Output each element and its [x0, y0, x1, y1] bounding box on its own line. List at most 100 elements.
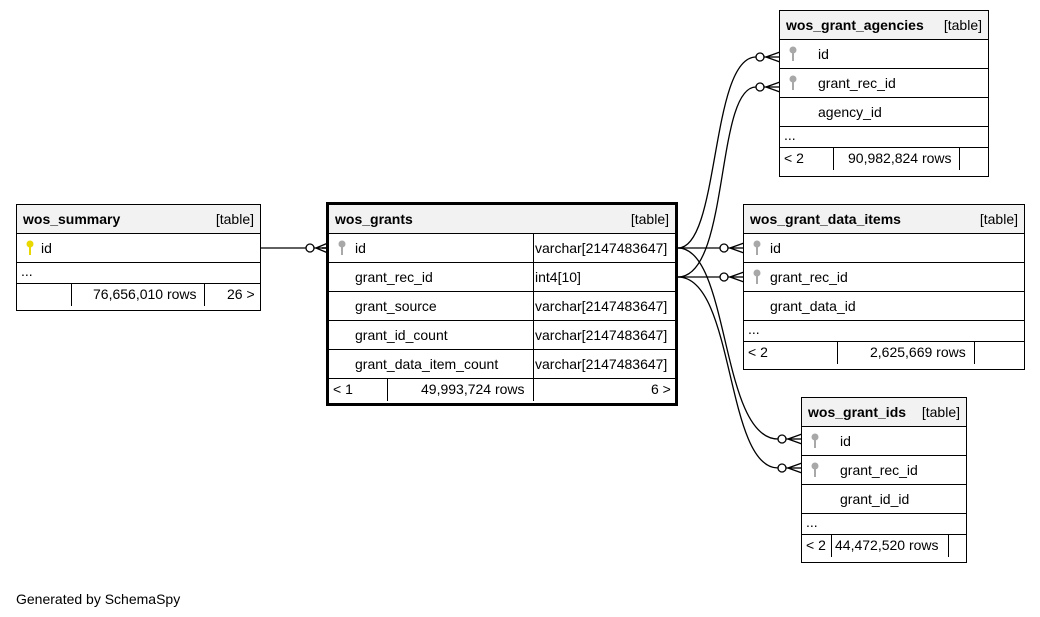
table-name: wos_grant_data_items [750, 211, 901, 227]
foreign-key-icon [789, 75, 797, 90]
foreign-key-icon [753, 269, 761, 284]
row-count: 2,625,669 rows [870, 344, 966, 360]
crows-foot-marker [765, 51, 781, 63]
table-footer: < 2 2,625,669 rows [744, 342, 1024, 364]
connector-grants-ids-id [677, 247, 779, 440]
table-header: wos_grant_agencies [table] [780, 11, 988, 40]
column-name: grant_rec_id [355, 269, 433, 285]
crows-foot-marker [787, 462, 803, 474]
more-columns: ... [744, 321, 1024, 342]
table-type: [table] [215, 211, 254, 227]
foreign-key-icon [789, 46, 797, 61]
connector-grants-agencies-id [677, 56, 757, 249]
foreign-key-icon [811, 462, 819, 477]
column-name: id [41, 240, 52, 256]
more-columns: ... [780, 127, 988, 148]
column-row-id: id varchar[2147483647] [329, 234, 675, 263]
foreign-key-icon [811, 433, 819, 448]
crows-foot-marker [765, 81, 781, 93]
column-row-id: id [802, 427, 966, 456]
parents-count: < 1 [333, 381, 353, 397]
connector-grants-agencies-recid [677, 86, 757, 278]
column-name: id [818, 46, 829, 62]
foreign-key-icon [753, 240, 761, 255]
column-name: grant_id_count [355, 327, 448, 343]
column-row-grant-rec-id: grant_rec_id [780, 69, 988, 98]
table-header: wos_summary [table] [17, 205, 260, 234]
cardinality-circle [777, 463, 787, 473]
generated-by-credit: Generated by SchemaSpy [16, 591, 181, 607]
table-wos-grant-ids[interactable]: wos_grant_ids [table] id grant_rec_id gr… [801, 397, 967, 563]
connector-grants-ids-recid [677, 276, 779, 469]
more-columns: ... [17, 263, 260, 284]
children-count: 26 > [227, 286, 255, 302]
table-wos-grant-agencies[interactable]: wos_grant_agencies [table] id grant_rec_… [779, 10, 989, 177]
crows-foot-marker [729, 271, 745, 283]
table-name: wos_grant_ids [808, 404, 907, 420]
table-type: [table] [921, 404, 960, 420]
more-columns: ... [802, 514, 966, 535]
parents-count: < 2 [784, 150, 804, 166]
column-name: grant_id_id [840, 491, 910, 507]
column-name: id [770, 240, 781, 256]
column-row-agency-id: agency_id [780, 98, 988, 127]
crows-foot-marker [729, 242, 745, 254]
column-row-grant-rec-id: grant_rec_id [744, 263, 1024, 292]
row-count: 49,993,724 rows [421, 381, 525, 397]
cardinality-circle [719, 243, 729, 253]
crows-foot-marker [787, 433, 803, 445]
column-name: grant_data_id [770, 298, 856, 314]
column-type: int4[10] [535, 269, 581, 285]
table-name: wos_grant_agencies [786, 17, 924, 33]
cardinality-circle [305, 243, 315, 253]
table-wos-grant-data-items[interactable]: wos_grant_data_items [table] id grant_re… [743, 204, 1025, 370]
column-row-id: id [744, 234, 1024, 263]
cardinality-circle [755, 52, 765, 62]
column-row-grant-source: grant_source varchar[2147483647] [329, 292, 675, 321]
column-name: agency_id [818, 104, 882, 120]
table-type: [table] [979, 211, 1018, 227]
column-type: varchar[2147483647] [535, 356, 668, 372]
column-name: grant_rec_id [770, 269, 848, 285]
column-name: grant_data_item_count [355, 356, 499, 372]
table-footer: < 2 90,982,824 rows [780, 148, 988, 170]
table-name: wos_summary [23, 211, 121, 227]
column-type: varchar[2147483647] [535, 327, 668, 343]
table-type: [table] [943, 17, 982, 33]
column-row-id: id [780, 40, 988, 69]
column-row-grant-data-item-count: grant_data_item_count varchar[2147483647… [329, 350, 675, 379]
column-row-grant-id-count: grant_id_count varchar[2147483647] [329, 321, 675, 350]
column-type: varchar[2147483647] [535, 240, 668, 256]
cardinality-circle [719, 272, 729, 282]
parents-count: < 2 [806, 537, 826, 553]
column-type: varchar[2147483647] [535, 298, 668, 314]
row-count: 44,472,520 rows [835, 537, 939, 553]
column-row-id: id [17, 234, 260, 263]
primary-key-icon [26, 240, 34, 255]
column-name: grant_rec_id [818, 75, 896, 91]
table-wos-grants[interactable]: wos_grants [table] id varchar[2147483647… [326, 202, 678, 406]
table-header: wos_grant_ids [table] [802, 398, 966, 427]
children-count: 6 > [651, 381, 671, 397]
cardinality-circle [755, 82, 765, 92]
table-wos-summary[interactable]: wos_summary [table] id ... 76,656,010 ro… [16, 204, 261, 311]
column-name: grant_rec_id [840, 462, 918, 478]
column-row-grant-id-id: grant_id_id [802, 485, 966, 514]
table-name: wos_grants [335, 211, 413, 227]
table-footer: 76,656,010 rows 26 > [17, 284, 260, 306]
column-name: id [355, 240, 366, 256]
column-name: grant_source [355, 298, 437, 314]
column-row-grant-rec-id: grant_rec_id [802, 456, 966, 485]
column-row-grant-rec-id: grant_rec_id int4[10] [329, 263, 675, 292]
table-footer: < 1 49,993,724 rows 6 > [329, 379, 675, 401]
table-header: wos_grants [table] [329, 205, 675, 234]
table-type: [table] [630, 211, 669, 227]
cardinality-circle [777, 434, 787, 444]
foreign-key-icon [338, 240, 346, 255]
row-count: 76,656,010 rows [93, 286, 197, 302]
parents-count: < 2 [748, 344, 768, 360]
table-header: wos_grant_data_items [table] [744, 205, 1024, 234]
table-footer: < 2 44,472,520 rows [802, 535, 966, 557]
column-name: id [840, 433, 851, 449]
